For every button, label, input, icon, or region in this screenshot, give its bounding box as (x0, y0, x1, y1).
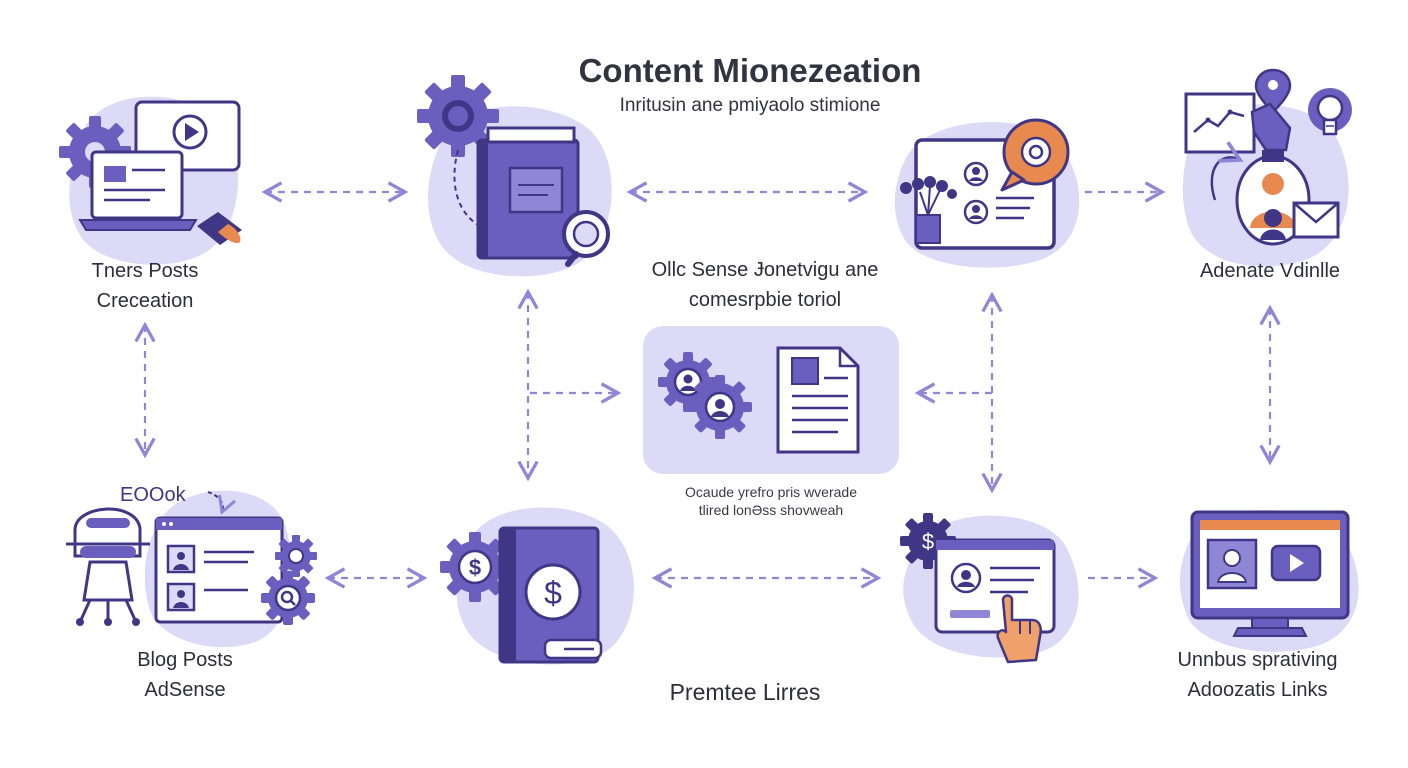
label-top-right-line1: Adenate Vdinlle (1199, 260, 1341, 282)
node-bottom-book: $ $ (440, 507, 634, 665)
chart-icon (1184, 92, 1256, 154)
gear-user-icon-2 (688, 375, 752, 439)
document-icon (776, 346, 860, 454)
label-bottom-center-line1: Premtee Lirres (669, 679, 821, 705)
label-bottom-left: Blog Posts AdSense (85, 645, 285, 705)
label-top-center-line2: comesrpbie toriol (688, 289, 842, 311)
svg-text:$: $ (922, 529, 934, 554)
laptop-icon (78, 150, 198, 231)
label-top-right: Adenate Vdinlle (1160, 256, 1380, 286)
person-icon (1235, 150, 1311, 246)
label-middle: Ocaude yrefro pris wverade tlired lonƏss… (640, 483, 902, 519)
browser-card-icon (934, 538, 1056, 634)
book-icon (476, 126, 580, 260)
speech-bubble-icon (1000, 118, 1070, 192)
label-bottom-left-line2: AdSense (144, 679, 226, 701)
robot-icon (66, 507, 150, 626)
dollar-gear-icon: $ (440, 532, 510, 602)
search-icon (261, 571, 315, 625)
gear-icon (417, 75, 499, 157)
lightbulb-icon (1308, 88, 1352, 136)
browser-window-icon (154, 516, 284, 624)
label-top-left-line1: Tners Posts (91, 260, 199, 282)
dollar-book-icon: $ (498, 526, 603, 664)
node-top-left (59, 96, 242, 265)
user-icon (1206, 538, 1258, 590)
label-bottom-right: Unnbus sprativing Adoozatis Links (1140, 645, 1375, 705)
user-icon-2 (963, 199, 989, 225)
label-middle-line1: Ocaude yrefro pris wverade (685, 484, 857, 500)
label-bottom-right-line2: Adoozatis Links (1187, 679, 1328, 701)
location-pin-icon (1250, 68, 1292, 152)
label-top-left: Tners Posts Creceation (45, 256, 245, 316)
node-bottom-right (1179, 510, 1359, 652)
node-middle (643, 326, 899, 474)
label-top-center-line1: Ollc Sense Ɉonetvigu ane (651, 259, 879, 281)
node-top-right (1182, 68, 1352, 267)
magnifier-icon (562, 210, 610, 267)
mail-icon (1292, 201, 1340, 239)
video-play-icon (1270, 544, 1322, 582)
plant-icon (900, 176, 957, 244)
connectors (134, 181, 1281, 589)
svg-text:$: $ (469, 555, 481, 580)
node-bottom-left (66, 490, 317, 648)
node-top-center (894, 118, 1080, 268)
label-top-left-line2: Creceation (96, 290, 194, 312)
gear-icon (275, 535, 317, 577)
label-top-center: Ollc Sense Ɉonetvigu ane comesrpbie tori… (600, 255, 930, 315)
label-bottom-left-line1: Blog Posts (137, 649, 233, 671)
label-bottom-center: Premtee Lirres (620, 677, 870, 707)
page-subtitle: Inritusin ane pmiyaolo stimione (619, 95, 881, 116)
label-middle-line2: tlired lonƏss shovweah (698, 502, 844, 518)
node-top-book (417, 75, 612, 277)
pointing-hand-icon (996, 594, 1042, 664)
node-bottom-center: $ (900, 513, 1079, 664)
page-title: Content Mionezeation (578, 52, 922, 89)
user-icon (963, 161, 989, 187)
label-bottom-right-line1: Unnbus sprativing (1177, 649, 1338, 671)
graduation-cap-icon (197, 212, 242, 245)
svg-text:$: $ (544, 575, 562, 611)
ebook-tag: EOOok (120, 484, 186, 506)
